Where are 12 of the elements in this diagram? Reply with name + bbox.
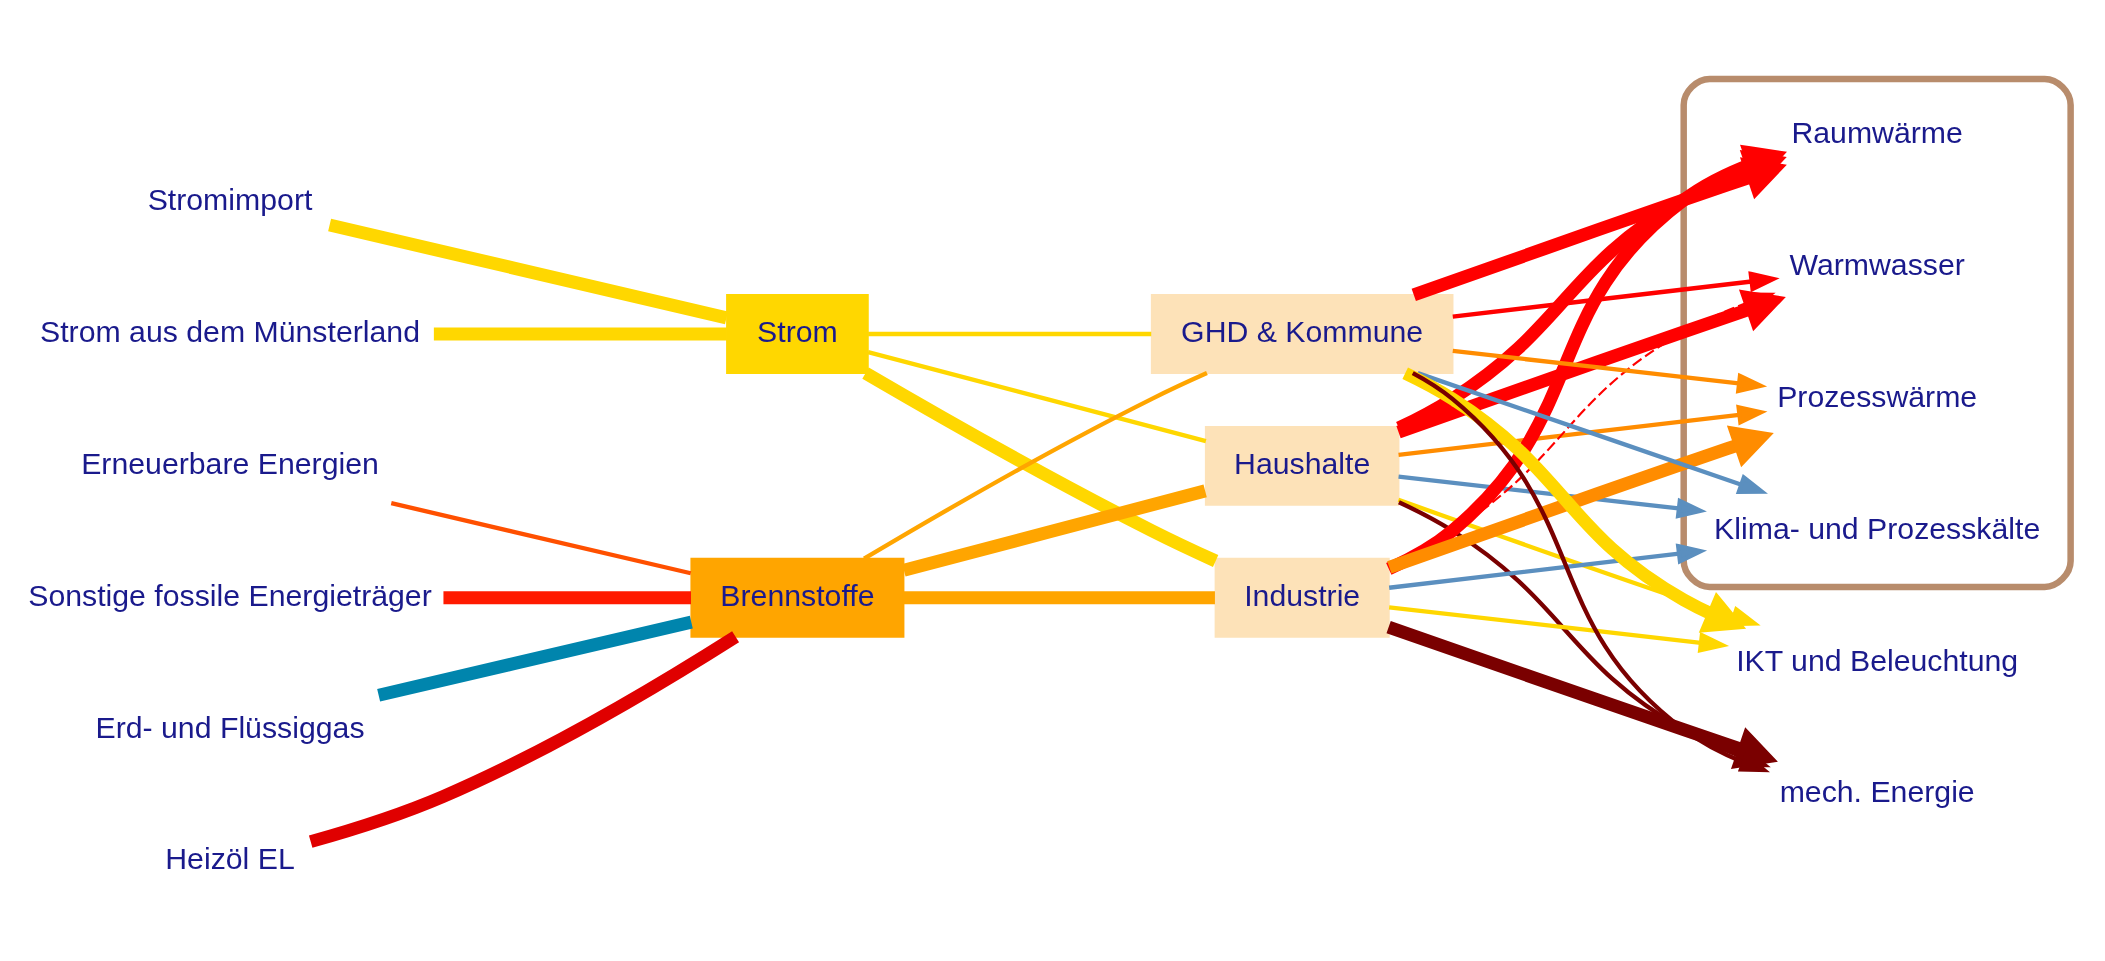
- node-text: Heizöl EL: [165, 841, 295, 875]
- node-text: Strom aus dem Münsterland: [40, 314, 420, 348]
- node-text: mech. Energie: [1779, 774, 1975, 808]
- node-text: Sonstige fossile Energieträger: [28, 578, 432, 612]
- node-text: Erd- und Flüssiggas: [95, 710, 365, 744]
- node-text: Prozesswärme: [1777, 379, 1978, 413]
- node-text: IKT und Beleuchtung: [1736, 643, 2019, 677]
- node-text: Stromimport: [147, 182, 313, 216]
- node-text: Raumwärme: [1791, 115, 1963, 149]
- node-text: Warmwasser: [1789, 247, 1965, 281]
- node-text: Klima- und Prozesskälte: [1714, 511, 2041, 545]
- node-text: Erneuerbare Energien: [81, 446, 379, 480]
